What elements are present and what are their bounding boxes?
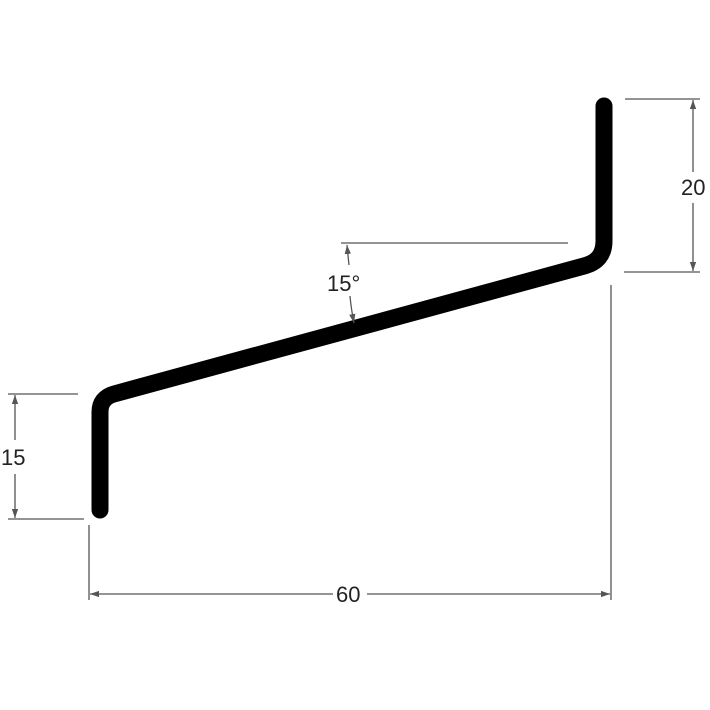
bottom-flange-dimension: 15	[1, 393, 84, 520]
top-flange-label: 20	[681, 175, 705, 200]
slope-angle-dimension: 15°	[327, 242, 568, 324]
flashing-profile	[91, 97, 613, 519]
width-label: 60	[336, 582, 360, 607]
overall-width-dimension: 60	[88, 285, 612, 607]
angle-arc-down	[349, 295, 356, 324]
top-flange-dimension: 20	[624, 98, 705, 273]
angle-label: 15°	[327, 271, 360, 296]
angle-arc-up	[344, 244, 351, 266]
bottom-flange-label: 15	[1, 445, 25, 470]
